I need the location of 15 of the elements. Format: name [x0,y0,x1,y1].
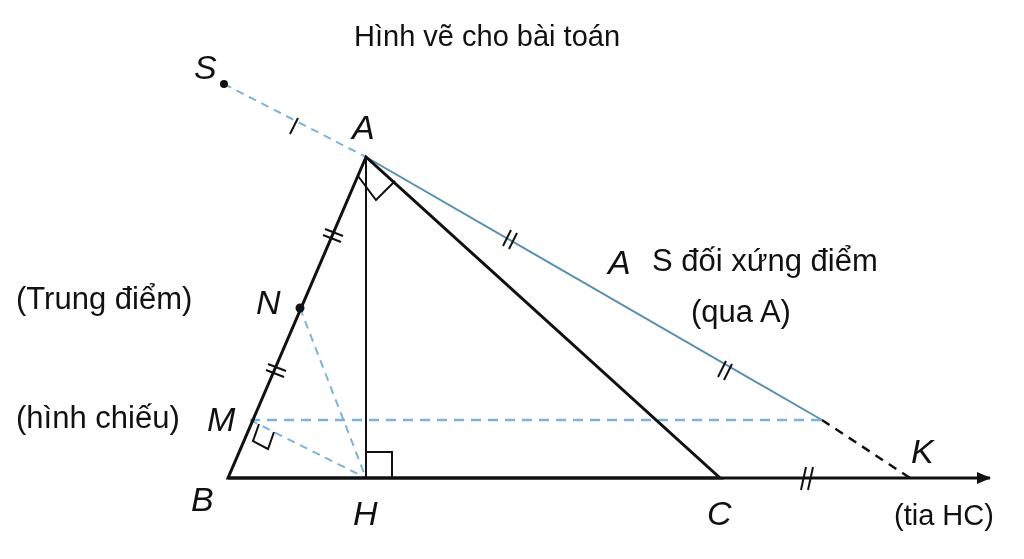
point-label: N [256,285,281,319]
annotation-text: (qua A) [691,296,791,327]
point-label: B [191,482,214,516]
point-label: A [608,245,631,279]
title: Hình vẽ cho bài toán [354,22,620,51]
point-label: A [352,110,375,144]
point-label: S [194,50,217,84]
point-label: H [353,496,378,530]
annotation-text: (Trung điểm) [16,283,193,314]
point-label: M [207,402,236,436]
annotation-text: (hình chiếu) [16,402,180,433]
point-label: K [911,434,934,468]
annotation-text: S đối xứng điểm [652,245,878,276]
point-label: C [707,496,732,530]
annotation-text: (tia HC) [894,501,994,530]
